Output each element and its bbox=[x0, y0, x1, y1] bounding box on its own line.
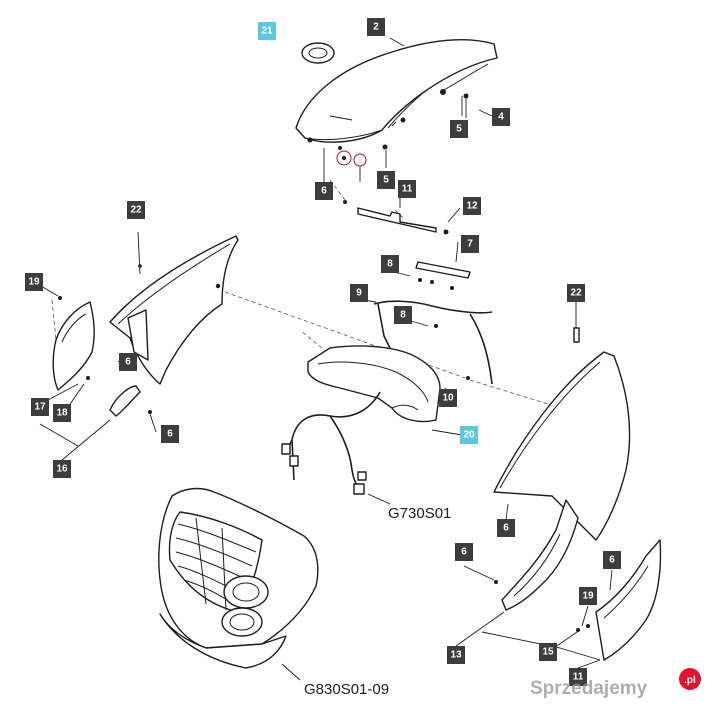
callout-c6a: 6 bbox=[315, 182, 333, 200]
hood-bracket-bar bbox=[343, 200, 449, 235]
callout-c11b: 11 bbox=[569, 668, 587, 686]
callout-c18: 18 bbox=[53, 404, 71, 422]
callout-c6f: 6 bbox=[603, 551, 621, 569]
callout-c21a: 21 bbox=[258, 22, 276, 40]
callout-label: 15 bbox=[542, 647, 554, 658]
callout-c16: 16 bbox=[53, 460, 71, 478]
callout-label: 22 bbox=[130, 205, 142, 216]
watermark: Sprzedajemy .pl bbox=[530, 668, 701, 699]
callout-label: 6 bbox=[461, 547, 467, 558]
watermark-suffix: .pl bbox=[684, 675, 696, 686]
callout-label: 19 bbox=[28, 277, 40, 288]
callout-c6d: 6 bbox=[497, 519, 515, 537]
headlight-housing bbox=[307, 345, 470, 423]
callout-c20: 20 bbox=[460, 426, 478, 444]
callout-label: 22 bbox=[570, 288, 582, 299]
callout-c19b: 19 bbox=[579, 587, 597, 605]
hinge-bracket bbox=[415, 261, 471, 290]
left-side-panel bbox=[109, 231, 239, 417]
callout-c8b: 8 bbox=[394, 306, 412, 324]
callout-label: 17 bbox=[34, 402, 46, 413]
right-lower-panel bbox=[494, 499, 579, 611]
callout-label: 6 bbox=[167, 429, 173, 440]
callout-label: 8 bbox=[400, 310, 406, 321]
right-pin bbox=[573, 327, 580, 343]
hood-badge bbox=[301, 42, 335, 64]
reference-label-harness: G730S01 bbox=[388, 505, 451, 522]
callout-label: 16 bbox=[56, 464, 68, 475]
callout-label: 18 bbox=[56, 408, 68, 419]
callout-label: 9 bbox=[356, 288, 362, 299]
callout-label: 5 bbox=[456, 124, 462, 135]
callout-label: 6 bbox=[609, 555, 615, 566]
callout-c15: 15 bbox=[539, 643, 557, 661]
callout-label: 20 bbox=[463, 430, 475, 441]
callout-label: 21 bbox=[261, 26, 273, 37]
callout-c6b: 6 bbox=[119, 353, 137, 371]
callout-label: 10 bbox=[442, 393, 454, 404]
callout-label: 19 bbox=[582, 591, 594, 602]
watermark-text: Sprzedajemy bbox=[530, 678, 648, 699]
callout-label: 11 bbox=[573, 672, 584, 683]
callout-c7: 7 bbox=[461, 235, 479, 253]
callout-c6c: 6 bbox=[161, 425, 179, 443]
callout-c4: 4 bbox=[492, 108, 510, 126]
front-grille-assembly bbox=[158, 487, 319, 669]
callout-c2: 2 bbox=[367, 18, 385, 36]
callout-label: 11 bbox=[402, 184, 413, 195]
callout-label: 4 bbox=[498, 112, 504, 123]
callout-c19a: 19 bbox=[25, 273, 43, 291]
left-lens bbox=[52, 296, 124, 391]
circled-fasteners bbox=[336, 150, 367, 182]
wiring-harness bbox=[281, 391, 381, 495]
callout-label: 6 bbox=[321, 186, 327, 197]
callout-label: 6 bbox=[125, 357, 131, 368]
callout-label: 7 bbox=[467, 239, 473, 250]
hood-top-panel bbox=[295, 39, 498, 150]
right-side-panel bbox=[493, 351, 631, 541]
callout-c11a: 11 bbox=[398, 180, 416, 198]
callout-label: 5 bbox=[383, 175, 389, 186]
callout-c10: 10 bbox=[439, 389, 457, 407]
callout-c5a: 5 bbox=[450, 120, 468, 138]
callout-c6e: 6 bbox=[455, 543, 473, 561]
callout-c17: 17 bbox=[31, 398, 49, 416]
callout-label: 13 bbox=[450, 650, 462, 661]
reference-label-grille: G830S01-09 bbox=[304, 681, 389, 698]
callout-c5b: 5 bbox=[377, 171, 395, 189]
callout-c22a: 22 bbox=[127, 201, 145, 219]
callout-c8a: 8 bbox=[381, 255, 399, 273]
callout-label: 8 bbox=[387, 259, 393, 270]
support-rod bbox=[373, 300, 493, 385]
callout-label: 2 bbox=[373, 22, 379, 33]
callout-label: 12 bbox=[466, 201, 478, 212]
callout-label: 6 bbox=[503, 523, 509, 534]
right-small-panel bbox=[576, 539, 662, 661]
watermark-dot-icon bbox=[679, 668, 701, 690]
callout-c12: 12 bbox=[463, 197, 481, 215]
callout-c13: 13 bbox=[447, 646, 465, 664]
callout-c22b: 22 bbox=[567, 284, 585, 302]
callout-c9: 9 bbox=[350, 284, 368, 302]
